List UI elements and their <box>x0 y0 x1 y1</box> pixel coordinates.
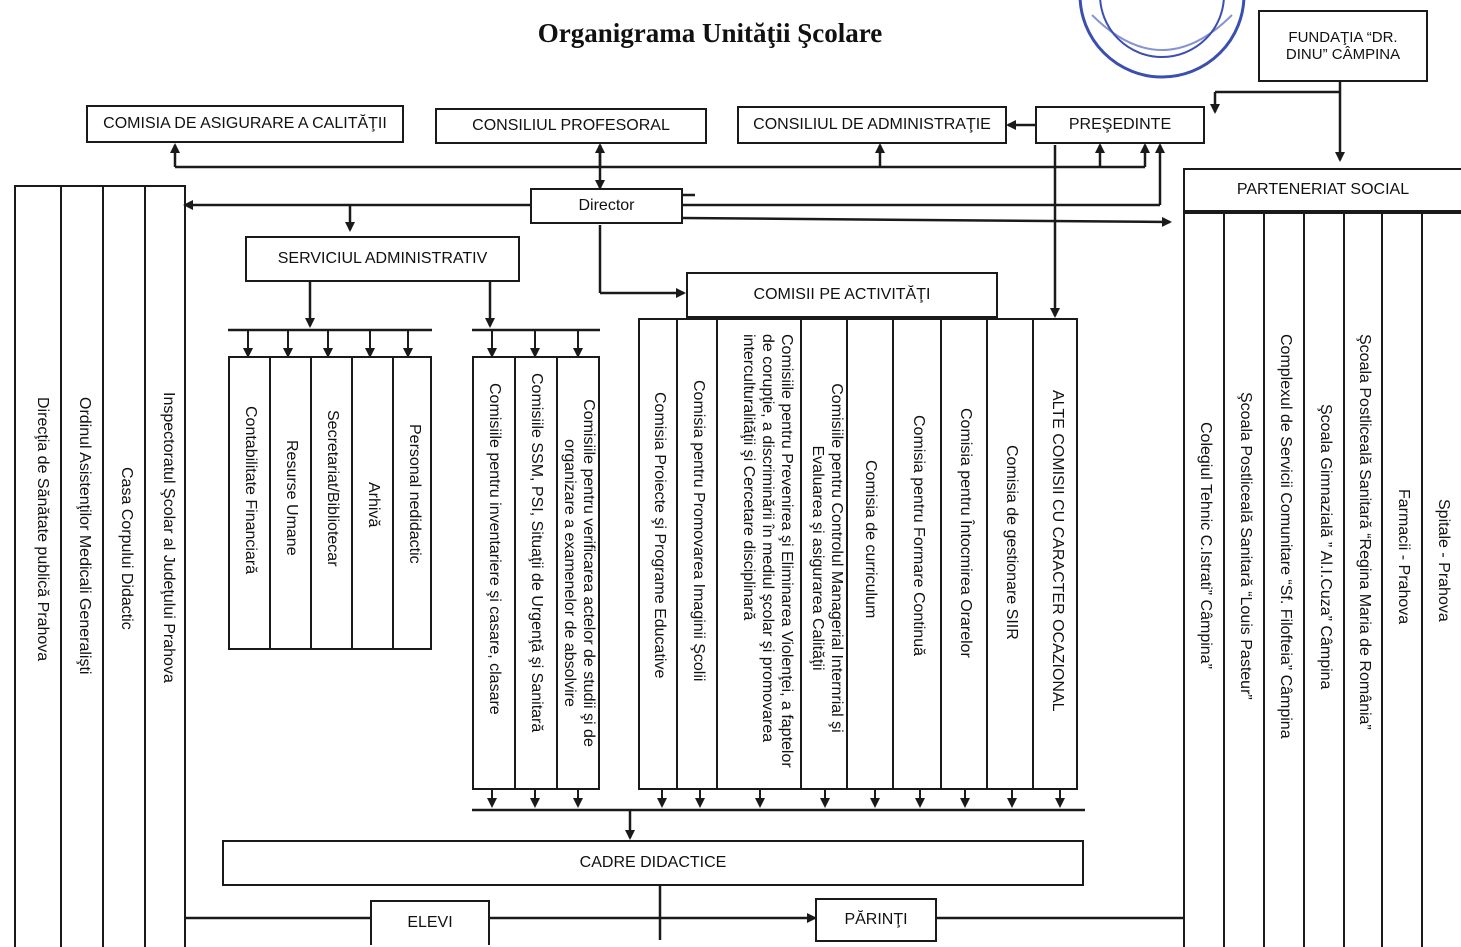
activity-column: ALTE COMISII CU CARACTER OCAZIONAL <box>1032 320 1078 788</box>
partner-column: Colegiul Tehnic C.Istrati” Câmpina” <box>1183 214 1223 947</box>
partner-label: Şcoala Postliceală Sanitară “Louis Paste… <box>1237 392 1254 700</box>
partner-column: Farmacii - Prahova <box>1381 214 1421 947</box>
institution-label: Direcţia de Sănătate publică Prahova <box>34 397 51 662</box>
official-stamp <box>1078 0 1246 79</box>
commission-column: Comisiile pentru inventariere şi casare,… <box>472 358 514 788</box>
partner-column: Şcoala Postliceală Sanitară “Louis Paste… <box>1223 214 1263 947</box>
activity-label: Comisia pentru Promovarea Imaginii Şcoli… <box>690 380 707 682</box>
institution-label: Ordinul Asistenţilor Medicali Generalişt… <box>76 397 93 675</box>
president-box: PREŞEDINTE <box>1035 106 1205 144</box>
institution-column: Ordinul Asistenţilor Medicali Generalişt… <box>60 187 102 947</box>
activity-commissions-box: COMISII PE ACTIVITĂŢI <box>686 272 998 318</box>
students-box: ELEVI <box>370 900 490 945</box>
partner-label: Farmacii - Prahova <box>1395 489 1412 625</box>
admin-departments-group: Contabilitate Financiară Resurse Umane S… <box>228 356 432 650</box>
activity-column: Comisia pentru Promovarea Imaginii Şcoli… <box>676 320 716 788</box>
activity-label: Comisia pentru Întocmirea Orarelor <box>957 408 974 658</box>
activity-label: Comisia Proiecte şi Programe Educative <box>651 392 668 679</box>
activity-label: Comisiile pentru Controlul Managerial In… <box>809 383 845 733</box>
foundation-box: FUNDAŢIA “DR. DINU” CÂMPINA <box>1258 10 1428 82</box>
activity-column: Comisia pentru Formare Continuă <box>892 320 940 788</box>
partner-label: Complexul de Servicii Comunitare “Sf. Fi… <box>1277 334 1294 739</box>
commission-label: Comisiile pentru inventariere şi casare,… <box>486 383 503 715</box>
commission-label: Comisiile SSM, PSI, Situaţii de Urgenţă … <box>528 373 545 733</box>
left-institutions-group: Direcţia de Sănătate publică Prahova Ord… <box>14 185 186 947</box>
activity-column: Comisia Proiecte şi Programe Educative <box>638 320 676 788</box>
parents-box: PĂRINŢI <box>815 898 937 942</box>
activity-column: Comisia pentru Întocmirea Orarelor <box>940 320 986 788</box>
admin-commissions-group: Comisiile pentru inventariere şi casare,… <box>472 356 600 790</box>
activity-column: Comisia de gestionare SIIR <box>986 320 1032 788</box>
department-label: Resurse Umane <box>283 440 300 556</box>
teachers-council-box: CONSILIUL PROFESORAL <box>435 108 707 144</box>
activity-list-group: Comisia Proiecte şi Programe Educative C… <box>638 318 1078 790</box>
page-title: Organigrama Unităţii Şcolare <box>537 18 883 48</box>
institution-column: Casa Corpului Didactic <box>102 187 144 947</box>
department-column: Secretariat/Bibliotecar <box>310 358 351 648</box>
activity-column: Comisia de curriculum <box>846 320 892 788</box>
partner-label: Colegiul Tehnic C.Istrati” Câmpina” <box>1197 422 1214 669</box>
partner-column: Spitale - Prahova <box>1421 214 1461 947</box>
director-box: Director <box>530 188 683 224</box>
activity-label: Comisia pentru Formare Continuă <box>910 415 927 656</box>
admin-council-box: CONSILIUL DE ADMINISTRAŢIE <box>737 106 1007 144</box>
department-label: Secretariat/Bibliotecar <box>324 410 341 567</box>
admin-service-box: SERVICIUL ADMINISTRATIV <box>245 236 520 282</box>
activity-label: Comisiile pentru Prevenirea şi Eliminare… <box>740 334 795 768</box>
activity-column: Comisiile pentru Controlul Managerial In… <box>800 320 846 788</box>
quality-commission-box: COMISIA DE ASIGURARE A CALITĂŢII <box>86 105 404 143</box>
institution-label: Inspectoratul Şcolar al Judeţului Prahov… <box>160 392 177 683</box>
activity-label: Comisia de curriculum <box>862 460 879 619</box>
department-column: Resurse Umane <box>269 358 310 648</box>
activity-label: ALTE COMISII CU CARACTER OCAZIONAL <box>1049 390 1066 712</box>
commission-column: Comisiile SSM, PSI, Situaţii de Urgenţă … <box>514 358 556 788</box>
partners-group: Colegiul Tehnic C.Istrati” Câmpina” Şcoa… <box>1183 212 1461 947</box>
teaching-staff-box: CADRE DIDACTICE <box>222 840 1084 886</box>
partner-column: Şcoala Postliceală Sanitară “Regina Mari… <box>1343 214 1381 947</box>
partner-column: Şcoala Gimnazială ” Al.I.Cuza” Câmpina <box>1303 214 1343 947</box>
department-label: Contabilitate Financiară <box>242 406 259 575</box>
activity-label: Comisia de gestionare SIIR <box>1003 445 1020 640</box>
partner-column: Complexul de Servicii Comunitare “Sf. Fi… <box>1263 214 1303 947</box>
institution-label: Casa Corpului Didactic <box>118 467 135 630</box>
department-column: Contabilitate Financiară <box>228 358 269 648</box>
partner-label: Şcoala Postliceală Sanitară “Regina Mari… <box>1356 334 1373 730</box>
partner-label: Spitale - Prahova <box>1435 499 1452 622</box>
activity-column: Comisiile pentru Prevenirea şi Eliminare… <box>716 320 800 788</box>
commission-column: Comisiile pentru verificarea actelor de … <box>556 358 600 788</box>
institution-column: Inspectoratul Şcolar al Judeţului Prahov… <box>144 187 186 947</box>
social-partnership-box: PARTENERIAT SOCIAL <box>1183 168 1461 212</box>
department-label: Arhivă <box>365 482 382 528</box>
department-column: Arhivă <box>351 358 392 648</box>
department-label: Personal nedidactic <box>406 424 423 564</box>
commission-label: Comisiile pentru verificarea actelor de … <box>561 399 597 747</box>
department-column: Personal nedidactic <box>392 358 432 648</box>
partner-label: Şcoala Gimnazială ” Al.I.Cuza” Câmpina <box>1317 404 1334 690</box>
institution-column: Direcţia de Sănătate publică Prahova <box>14 187 60 947</box>
